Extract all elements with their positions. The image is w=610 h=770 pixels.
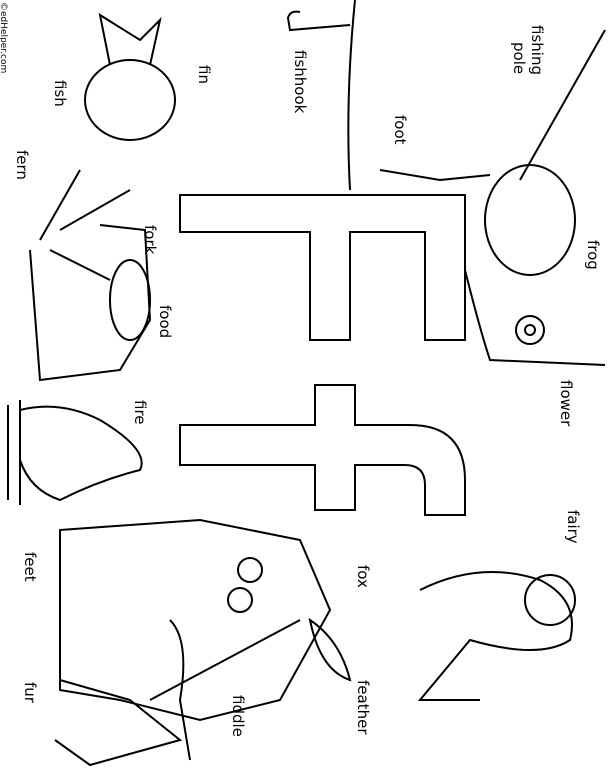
copyright-text: ©edHelper.com: [0, 2, 8, 74]
fairy-drawing: [417, 571, 573, 701]
fox-eye: [227, 587, 253, 613]
fire-logs: [7, 400, 21, 505]
fern-drawing: [39, 169, 131, 281]
fish-drawing: [84, 59, 176, 141]
label-feather: feather: [354, 680, 372, 735]
label-fox: fox: [354, 565, 372, 588]
fiddle-drawing: [149, 619, 301, 761]
ground-line: [464, 269, 606, 366]
stump-drawing: [29, 224, 152, 382]
lowercase-f-outline: [179, 384, 466, 516]
fish-tail: [98, 12, 162, 66]
uppercase-f-outline: [179, 194, 466, 341]
feather-drawing: [308, 617, 352, 682]
fox-drawing: [59, 518, 332, 722]
flower-drawing: [515, 315, 545, 345]
frog-drawing: [484, 164, 576, 276]
fishing-pole-drawing: [519, 29, 606, 181]
label-fire: fire: [131, 400, 149, 425]
label-fish: fish: [51, 80, 69, 107]
label-feet: feet: [21, 552, 39, 582]
label-fin: fin: [195, 65, 213, 84]
label-fur: fur: [21, 682, 39, 703]
label-fairy: fairy: [564, 510, 582, 544]
flower-center: [524, 324, 536, 336]
label-fishing: fishing: [528, 25, 546, 75]
label-fern: fern: [13, 150, 31, 180]
label-fiddle: fiddle: [229, 695, 247, 737]
fire-drawing: [19, 405, 143, 502]
label-frog: frog: [584, 240, 602, 270]
fur-drawing: [54, 679, 183, 767]
label-food: food: [156, 305, 174, 339]
frog-foot: [379, 169, 491, 182]
label-fishhook: fishhook: [291, 50, 309, 114]
label-fork: fork: [141, 225, 159, 255]
label-foot: foot: [391, 115, 409, 145]
food-drawing: [109, 259, 151, 341]
fishing-line: [347, 0, 356, 191]
label-flower: flower: [557, 380, 575, 427]
label-pole: pole: [510, 42, 528, 75]
fairy-head: [524, 574, 576, 626]
fishhook-drawing: [286, 10, 351, 32]
fox-eye: [237, 557, 263, 583]
